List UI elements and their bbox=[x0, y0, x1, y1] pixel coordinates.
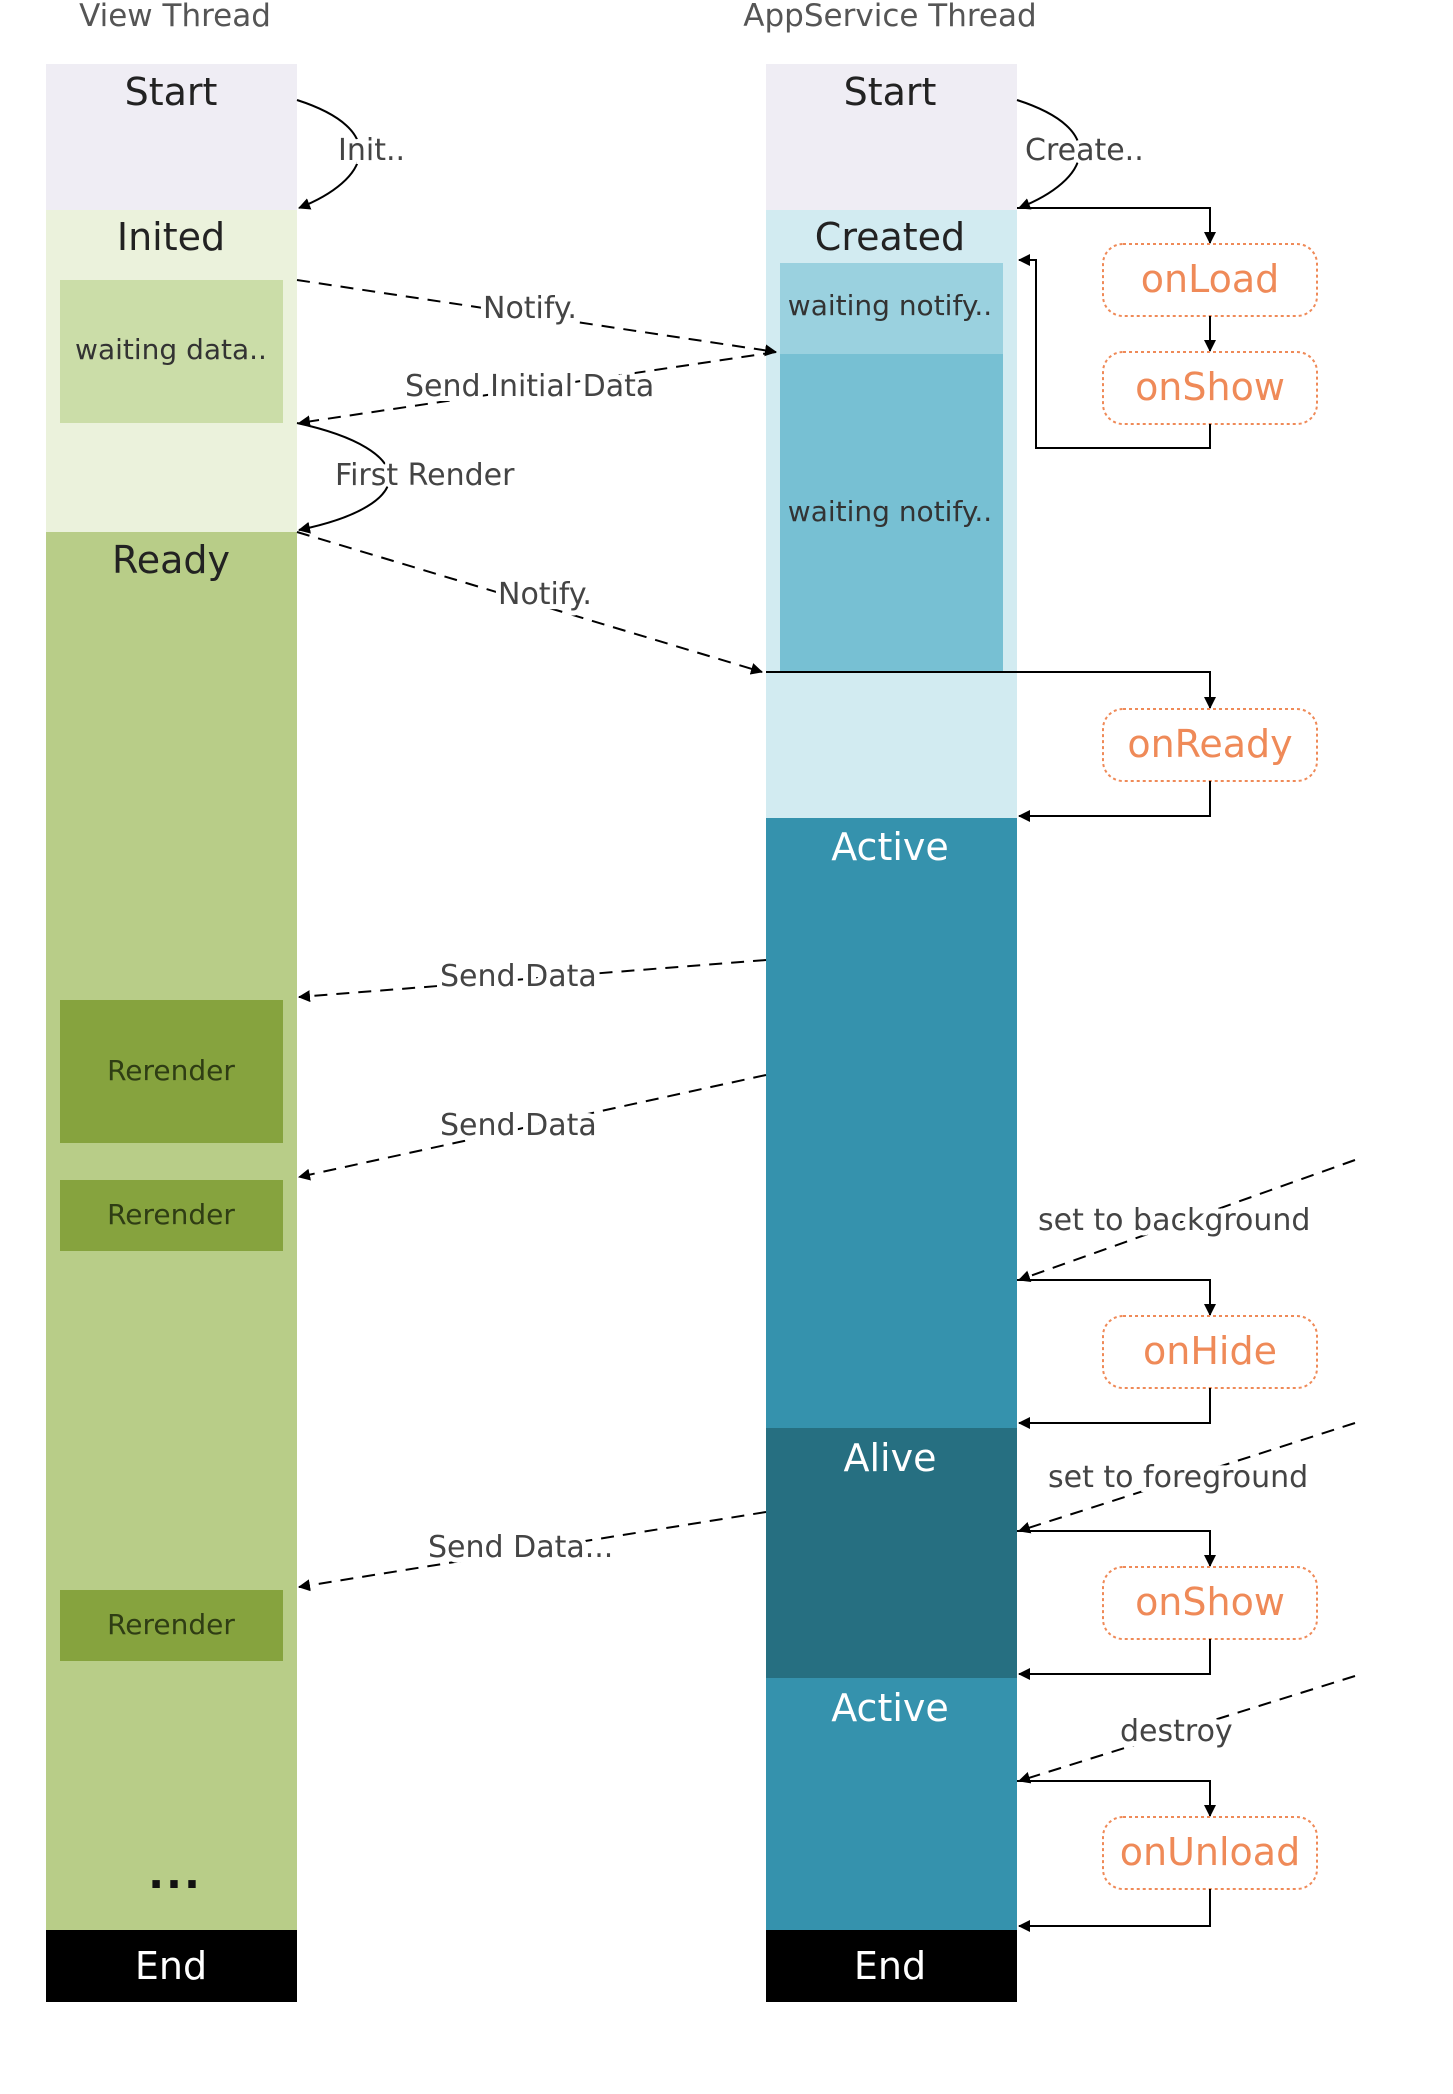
app-start-block bbox=[766, 64, 1017, 210]
cross-thread-messages: Notify. Send Initial Data Notify. Send D… bbox=[296, 279, 777, 1592]
app-waiting-notify-block-2 bbox=[780, 354, 1003, 672]
hook-connector bbox=[766, 671, 1216, 709]
view-rerender-block bbox=[60, 1590, 283, 1661]
app-active-block-1 bbox=[766, 818, 1017, 1428]
first-render-label: First Render bbox=[335, 458, 515, 493]
view-thread-column: Start Inited waiting data.. Ready Rerend… bbox=[46, 64, 297, 2002]
app-waiting-notify-label-2: waiting notify.. bbox=[788, 495, 992, 528]
onshow-hook-label-1: onShow bbox=[1135, 365, 1285, 409]
view-rerender-label: Rerender bbox=[107, 1608, 235, 1641]
app-active-label-1: Active bbox=[831, 825, 949, 869]
view-waiting-data-block bbox=[60, 280, 283, 423]
send-initial-data-label: Send Initial Data bbox=[405, 369, 654, 404]
app-waiting-notify-block-1 bbox=[780, 263, 1003, 354]
self-transitions: Init.. Create.. First Render bbox=[296, 99, 1148, 534]
destroy-label: destroy bbox=[1120, 1714, 1233, 1749]
view-ready-label: Ready bbox=[112, 538, 230, 582]
hook-connector bbox=[1017, 1780, 1216, 1817]
hook-connector bbox=[1017, 1279, 1216, 1316]
appservice-thread-column: Start Created waiting notify.. waiting n… bbox=[766, 64, 1017, 2002]
set-to-foreground-arrow bbox=[1018, 1422, 1356, 1534]
external-events: set to background set to foreground dest… bbox=[1018, 1159, 1356, 1784]
create-arrow bbox=[1016, 99, 1081, 210]
appservice-thread-header: AppService Thread bbox=[743, 0, 1036, 34]
hook-connector bbox=[1018, 1639, 1211, 1680]
first-render-arrow bbox=[296, 422, 391, 534]
destroy-arrow bbox=[1018, 1675, 1356, 1784]
set-to-background-label: set to background bbox=[1038, 1203, 1310, 1238]
app-alive-block bbox=[766, 1428, 1017, 1678]
onunload-hook-label: onUnload bbox=[1120, 1830, 1300, 1874]
app-alive-label: Alive bbox=[844, 1436, 937, 1480]
set-to-foreground-label: set to foreground bbox=[1048, 1460, 1308, 1495]
notify-arrow-1 bbox=[296, 279, 777, 357]
view-rerender-label: Rerender bbox=[107, 1054, 235, 1087]
send-data-arrow-1 bbox=[298, 959, 767, 1003]
send-data-arrow-2 bbox=[298, 1074, 767, 1181]
view-inited-label: Inited bbox=[117, 215, 225, 259]
app-end-block bbox=[766, 1930, 1017, 2002]
send-data-label-2: Send Data bbox=[440, 1108, 597, 1143]
hook-connector bbox=[1018, 1889, 1211, 1932]
view-rerender-block bbox=[60, 1180, 283, 1251]
view-thread-header: View Thread bbox=[79, 0, 271, 34]
init-arrow bbox=[296, 99, 361, 210]
onshow-hook-label-2: onShow bbox=[1135, 1580, 1285, 1624]
set-to-background-arrow bbox=[1018, 1159, 1356, 1282]
app-created-label: Created bbox=[815, 215, 965, 259]
app-active-block-2 bbox=[766, 1678, 1017, 1930]
send-data-label-1: Send Data bbox=[440, 959, 597, 994]
view-end-block bbox=[46, 1930, 297, 2002]
onhide-hook-label: onHide bbox=[1143, 1329, 1277, 1373]
notify-label-2: Notify. bbox=[498, 577, 592, 612]
view-rerender-block bbox=[60, 1000, 283, 1143]
app-start-label: Start bbox=[844, 70, 937, 114]
send-data-arrow-3 bbox=[298, 1511, 767, 1592]
init-label: Init.. bbox=[338, 133, 405, 168]
notify-arrow-2 bbox=[296, 531, 763, 675]
hook-connector bbox=[1018, 781, 1211, 822]
view-start-label: Start bbox=[125, 70, 218, 114]
view-rerender-label: Rerender bbox=[107, 1198, 235, 1231]
hook-connector bbox=[1018, 254, 1211, 449]
hook-connector bbox=[1017, 207, 1216, 244]
view-start-block bbox=[46, 64, 297, 210]
onload-hook-label: onLoad bbox=[1141, 257, 1280, 301]
notify-label-1: Notify. bbox=[483, 291, 577, 326]
send-data-label-3: Send Data... bbox=[428, 1530, 613, 1565]
app-active-label-2: Active bbox=[831, 1686, 949, 1730]
lifecycle-hooks: onLoad onShow onReady onHide onShow onUn… bbox=[766, 207, 1318, 1932]
view-end-label: End bbox=[135, 1944, 207, 1988]
hook-connector bbox=[1018, 1388, 1211, 1429]
view-ellipsis: ... bbox=[148, 1849, 202, 1898]
hook-connector bbox=[1017, 1530, 1216, 1567]
app-end-label: End bbox=[854, 1944, 926, 1988]
app-waiting-notify-label-1: waiting notify.. bbox=[788, 289, 992, 322]
create-label: Create.. bbox=[1025, 133, 1144, 168]
view-waiting-data-label: waiting data.. bbox=[75, 333, 267, 366]
send-initial-data-arrow bbox=[298, 351, 777, 428]
onready-hook-label: onReady bbox=[1127, 722, 1292, 766]
